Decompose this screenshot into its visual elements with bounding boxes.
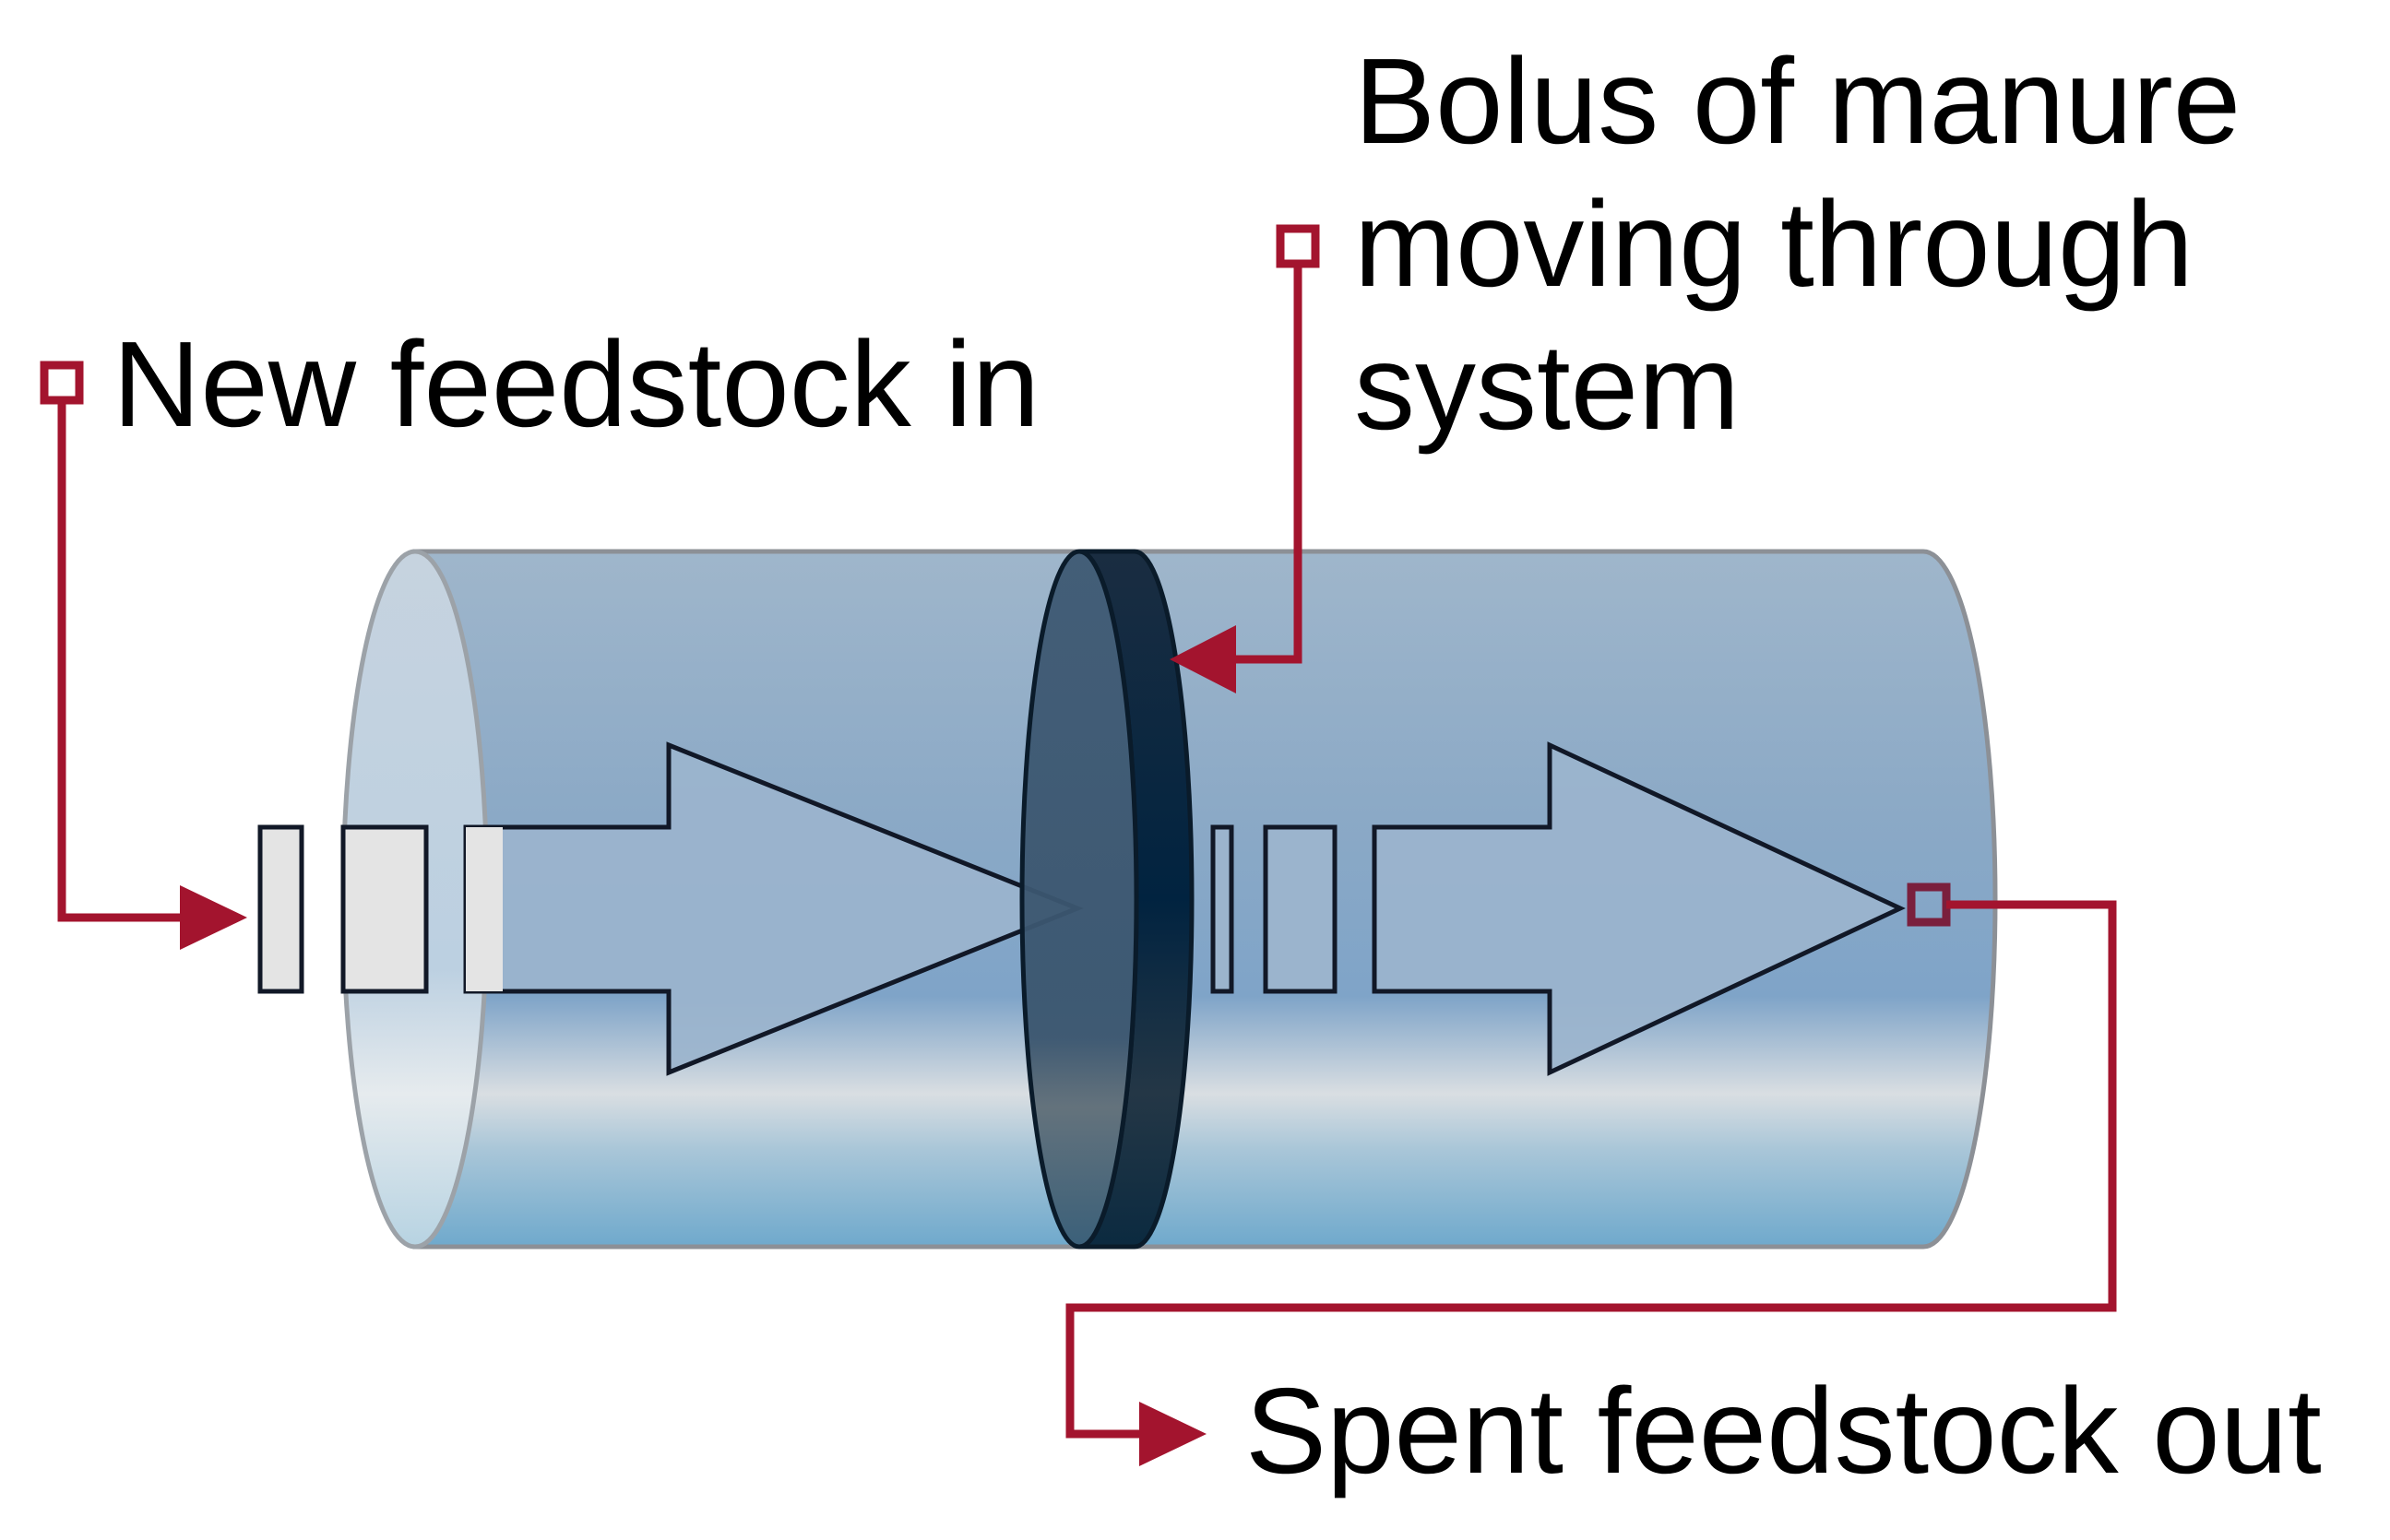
callout-spent-feedstock: Spent feedstock out	[1065, 883, 2322, 1499]
arrowhead-icon	[1139, 1402, 1207, 1466]
arrowhead-icon	[180, 885, 247, 950]
flow-dash-4	[1263, 824, 1338, 994]
spent-feedstock-label: Spent feedstock out	[1245, 1363, 2322, 1499]
new-feedstock-label: New feedstock in	[113, 316, 1040, 452]
flow-dash-3	[1210, 824, 1234, 994]
bolus-label-line1: Bolus of manure	[1354, 33, 2241, 169]
flow-arrow-2	[1210, 741, 1906, 1076]
manure-bolus	[1019, 549, 1195, 1250]
callout-bolus: Bolus of manure moving through system	[1170, 33, 2241, 693]
flow-dash-2	[340, 824, 429, 994]
arrowhead-icon	[1170, 625, 1236, 693]
flow-dash-1	[257, 824, 304, 994]
flow-arrow-1	[257, 741, 1084, 1076]
flow-arrow-1-tail-highlight	[466, 827, 503, 991]
bolus-label-line2: moving through	[1354, 176, 2194, 312]
flow-arrow-2-body	[1372, 741, 1906, 1076]
callout-marker-icon	[40, 361, 84, 405]
digester-pipe	[340, 549, 1998, 1250]
bolus-label-line3: system	[1354, 319, 1740, 455]
callout-leader-line	[1227, 264, 1302, 664]
bolus-face	[1019, 549, 1139, 1250]
callout-marker-icon	[1276, 224, 1320, 268]
callout-leader-line	[1065, 900, 2117, 1439]
callout-new-feedstock: New feedstock in	[40, 316, 1040, 950]
callout-leader-line	[57, 400, 189, 922]
